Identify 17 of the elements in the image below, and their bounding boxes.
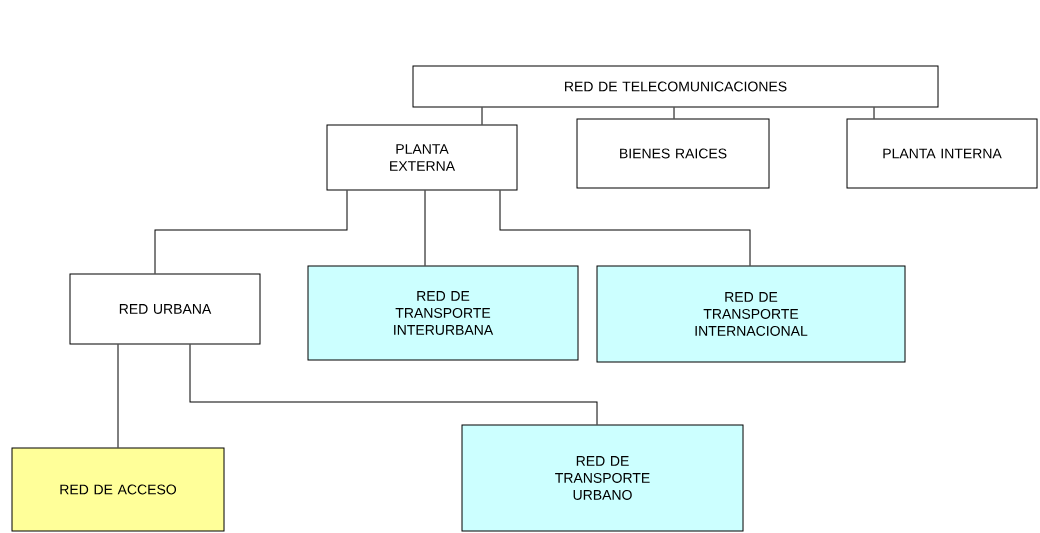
connector: [424, 190, 426, 266]
box: RED URBANA: [69, 273, 261, 345]
connector: [117, 344, 119, 448]
connector: [481, 107, 483, 125]
connector: [154, 190, 348, 274]
connector: [673, 107, 675, 119]
connector: [499, 190, 751, 266]
box: PLANTA EXTERNA: [326, 124, 518, 191]
box: PLANTA INTERNA: [846, 118, 1038, 189]
box: RED DE TRANSPORTE INTERNACIONAL: [596, 265, 906, 363]
connector: [189, 344, 598, 425]
box: BIENES RAICES: [576, 118, 770, 189]
box: RED DE ACCESO: [11, 447, 225, 532]
box: RED DE TRANSPORTE URBANO: [461, 424, 744, 532]
connector: [873, 107, 875, 119]
box: RED DE TRANSPORTE INTERURBANA: [307, 265, 579, 361]
box: RED DE TELECOMUNICACIONES: [412, 65, 939, 108]
